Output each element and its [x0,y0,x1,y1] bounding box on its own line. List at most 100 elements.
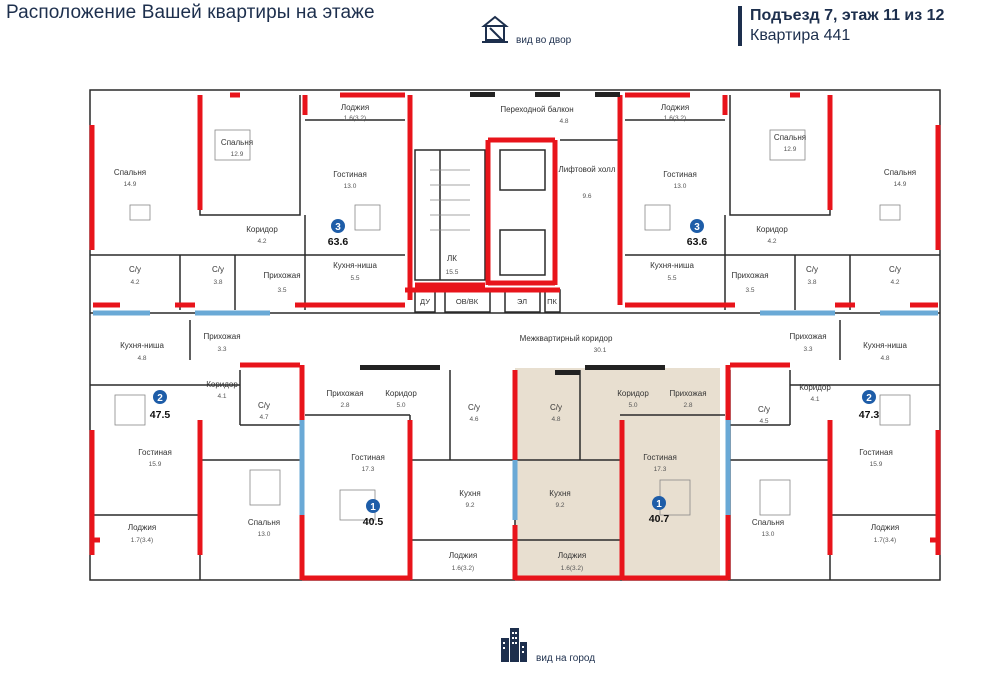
svg-text:63.6: 63.6 [687,236,708,248]
room-corridor-mr-area: 4.1 [810,396,819,403]
room-living-tr: Гостиная [663,170,697,179]
room-bedroom-ml: Спальня [248,518,280,527]
selected-apartment-highlight [515,368,720,578]
city-view-label: вид на город [536,653,596,664]
room-living-m1-area: 17.3 [362,466,375,473]
room-living-mr: Гостиная [859,448,893,457]
yard-view-label: вид во двор [516,35,572,46]
room-hall-tl-area: 3.5 [277,287,286,294]
room-loggia-tr-area: 1.6(3.2) [664,115,686,122]
room-loggia-m1-area: 1.6(3.2) [452,565,474,572]
room-kitchen-mr-area: 4.8 [880,355,889,362]
room-living-m1: Гостиная [351,453,385,462]
apartment-badge-3-right[interactable]: 3 63.6 [687,219,708,248]
room-stairs-area: 15.5 [446,269,459,276]
entrance-floor-label: Подъезд 7, этаж 11 из 12 [750,7,945,24]
room-lift-hall: Лифтовой холл [559,165,616,174]
room-corridor-tr-area: 4.2 [767,238,776,245]
room-kitchen-tl: Кухня-ниша [333,261,377,270]
room-kitchen-tr-area: 5.5 [667,275,676,282]
room-stairs: ЛК [447,254,457,263]
room-loggia-m2-area: 1.6(3.2) [561,565,583,572]
room-hall-mr-area: 3.3 [803,346,812,353]
room-corridor-m2: Коридор [617,389,649,398]
room-living-mr-area: 15.9 [870,461,883,468]
room-bedroom-mr: Спальня [752,518,784,527]
room-loggia-mr: Лоджия [871,523,899,532]
room-bath-tr1-area: 3.8 [807,279,816,286]
room-corridor-m1-area: 5.0 [396,402,405,409]
room-bath-tl1: С/у [129,265,141,274]
svg-text:3: 3 [335,222,341,233]
room-corridor-ml: Коридор [206,380,238,389]
room-bath-m2: С/у [550,403,562,412]
svg-text:40.7: 40.7 [649,513,670,525]
room-living-m2: Гостиная [643,453,677,462]
room-bedroom-tl1: Спальня [114,168,146,177]
apartment-badge-2-left[interactable]: 2 47.5 [150,390,171,421]
room-hall-m2-area: 2.8 [683,402,692,409]
room-loggia-tl: Лоджия [341,103,369,112]
room-bedroom-tl2: Спальня [221,138,253,147]
svg-text:1: 1 [370,502,376,513]
shaft-du: ДУ [420,297,430,306]
apartment-badge-1-left[interactable]: 1 40.5 [363,499,384,528]
room-living-tl: Гостиная [333,170,367,179]
room-corridor-m1: Коридор [385,389,417,398]
room-bedroom-tr1-area: 12.9 [784,146,797,153]
yard-view-indicator: вид во двор [480,14,571,46]
room-lift-hall-area: 9.6 [582,193,591,200]
room-hall-m2: Прихожая [669,389,706,398]
room-kitchen-m2-area: 9.2 [555,502,564,509]
svg-text:1: 1 [656,499,662,510]
apartment-badge-2-right[interactable]: 2 47.3 [859,390,880,421]
room-loggia-tl-area: 1.6(3.2) [344,115,366,122]
room-bedroom-tl1-area: 14.9 [124,181,137,188]
shaft-el: ЭЛ [517,297,527,306]
room-living-m2-area: 17.3 [654,466,667,473]
room-loggia-mr-area: 1.7(3.4) [874,537,896,544]
apartment-badge-1-selected[interactable]: 1 40.7 [649,496,670,525]
room-living-ml-area: 15.9 [149,461,162,468]
room-loggia-ml: Лоджия [128,523,156,532]
room-bedroom-mr-area: 13.0 [762,531,775,538]
room-bath-tl1-area: 4.2 [130,279,139,286]
room-corridor-tl: Коридор [246,225,278,234]
room-balcony: Переходной балкон [500,105,573,114]
room-loggia-m2: Лоджия [558,551,586,560]
room-kitchen-m1: Кухня [459,489,480,498]
room-kitchen-mr: Кухня-ниша [863,341,907,350]
room-hall-tl: Прихожая [263,271,300,280]
apartment-badge-3-left[interactable]: 3 63.6 [328,219,349,248]
svg-text:47.3: 47.3 [859,409,880,421]
furniture [114,129,911,521]
room-kitchen-tl-area: 5.5 [350,275,359,282]
room-hall-m1-area: 2.8 [340,402,349,409]
playground-icon [481,15,509,43]
room-common-corridor-area: 30.1 [594,347,607,354]
svg-text:40.5: 40.5 [363,516,384,528]
room-bath-tr2: С/у [889,265,901,274]
room-hall-tr: Прихожая [731,271,768,280]
room-corridor-tr: Коридор [756,225,788,234]
room-bedroom-tr1: Спальня [774,133,806,142]
room-bath-tr2-area: 4.2 [890,279,899,286]
room-bedroom-ml-area: 13.0 [258,531,271,538]
svg-text:63.6: 63.6 [328,236,349,248]
room-kitchen-m1-area: 9.2 [465,502,474,509]
windows [93,310,938,520]
room-corridor-m2-area: 5.0 [628,402,637,409]
room-loggia-tr: Лоджия [661,103,689,112]
apartment-badges: 3 63.6 3 63.6 2 47.5 1 40.5 1 40.7 2 47.… [150,219,880,528]
room-bath-tr1: С/у [806,265,818,274]
room-bath-ml-area: 4.7 [259,414,268,421]
room-hall-mr: Прихожая [789,332,826,341]
svg-text:2: 2 [157,393,163,404]
shaft-ovvk: ОВ/ВК [456,297,479,306]
room-hall-m1: Прихожая [326,389,363,398]
shaft-pk: ПК [547,297,557,306]
exterior-walls [89,92,941,581]
room-living-tr-area: 13.0 [674,183,687,190]
room-bath-mr-area: 4.5 [759,418,768,425]
